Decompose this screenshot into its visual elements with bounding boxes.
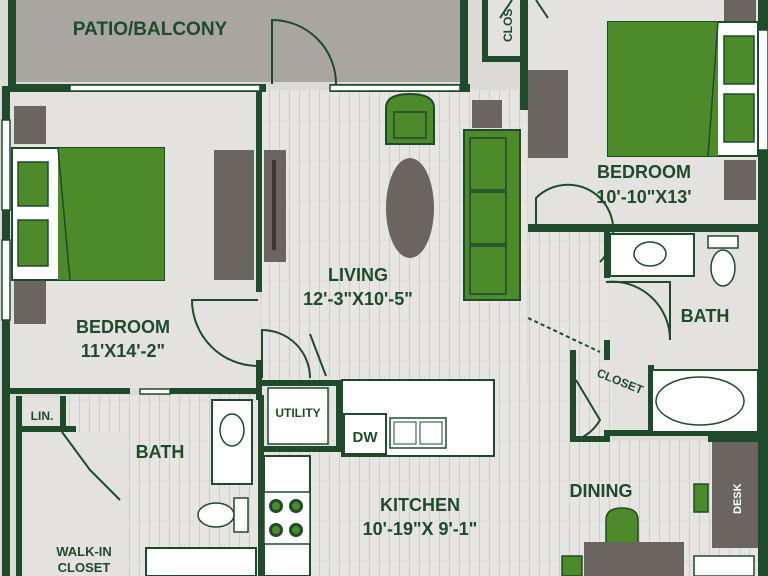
windows bbox=[1, 29, 768, 395]
linen-floor bbox=[18, 398, 60, 430]
patio-label: PATIO/BALCONY bbox=[73, 19, 228, 40]
bath-right-fixtures bbox=[609, 233, 759, 433]
dishwasher-label: DW bbox=[353, 429, 379, 446]
bedroom-left-dims: 11'X14'-2" bbox=[81, 341, 165, 361]
side-table bbox=[472, 100, 502, 128]
kitchen-dims: 10'-19"X 9'-1" bbox=[363, 519, 478, 539]
closet-top-floor bbox=[488, 0, 526, 58]
living-dims: 12'-3"X10'-5" bbox=[303, 289, 413, 309]
desk-label: DESK bbox=[732, 483, 744, 514]
dining-label: DINING bbox=[570, 481, 633, 501]
linen-label: LIN. bbox=[31, 409, 54, 423]
bedroom-left-furniture bbox=[11, 106, 254, 324]
living-label: LIVING bbox=[328, 265, 388, 285]
tub-left bbox=[145, 547, 257, 576]
walkin-label-2: CLOSET bbox=[58, 560, 111, 575]
patio-floor bbox=[14, 0, 462, 82]
walkin-floor bbox=[18, 432, 128, 576]
bedroom-right-dims: 10'-10"X13' bbox=[596, 187, 691, 207]
toilet-right-tank bbox=[707, 235, 739, 249]
kitchen-label: KITCHEN bbox=[380, 495, 460, 515]
bath-left-fixtures bbox=[145, 399, 257, 576]
bedroom-right-furniture bbox=[528, 0, 759, 200]
utility-closet bbox=[267, 387, 329, 445]
bath-right-label: BATH bbox=[681, 306, 730, 326]
dining-furniture bbox=[561, 442, 758, 576]
dining-table bbox=[584, 542, 684, 576]
toilet-left-tank bbox=[233, 497, 249, 533]
bedroom-left-label: BEDROOM bbox=[76, 317, 170, 337]
toilet-left bbox=[197, 502, 235, 528]
dishwasher bbox=[343, 413, 387, 455]
coffee-table bbox=[386, 158, 434, 258]
bedroom-right-label: BEDROOM bbox=[597, 162, 691, 182]
living-furniture bbox=[264, 92, 521, 301]
closet-top-label: CLOS bbox=[501, 9, 515, 42]
utility-label: UTILITY bbox=[275, 406, 320, 420]
range bbox=[263, 491, 311, 545]
dresser-left bbox=[214, 150, 254, 280]
bath-left-label: BATH bbox=[136, 442, 185, 462]
kitchen-fixtures bbox=[263, 379, 495, 576]
desk bbox=[712, 442, 758, 548]
toilet-right bbox=[710, 249, 736, 287]
walkin-label-1: WALK-IN bbox=[56, 544, 112, 559]
